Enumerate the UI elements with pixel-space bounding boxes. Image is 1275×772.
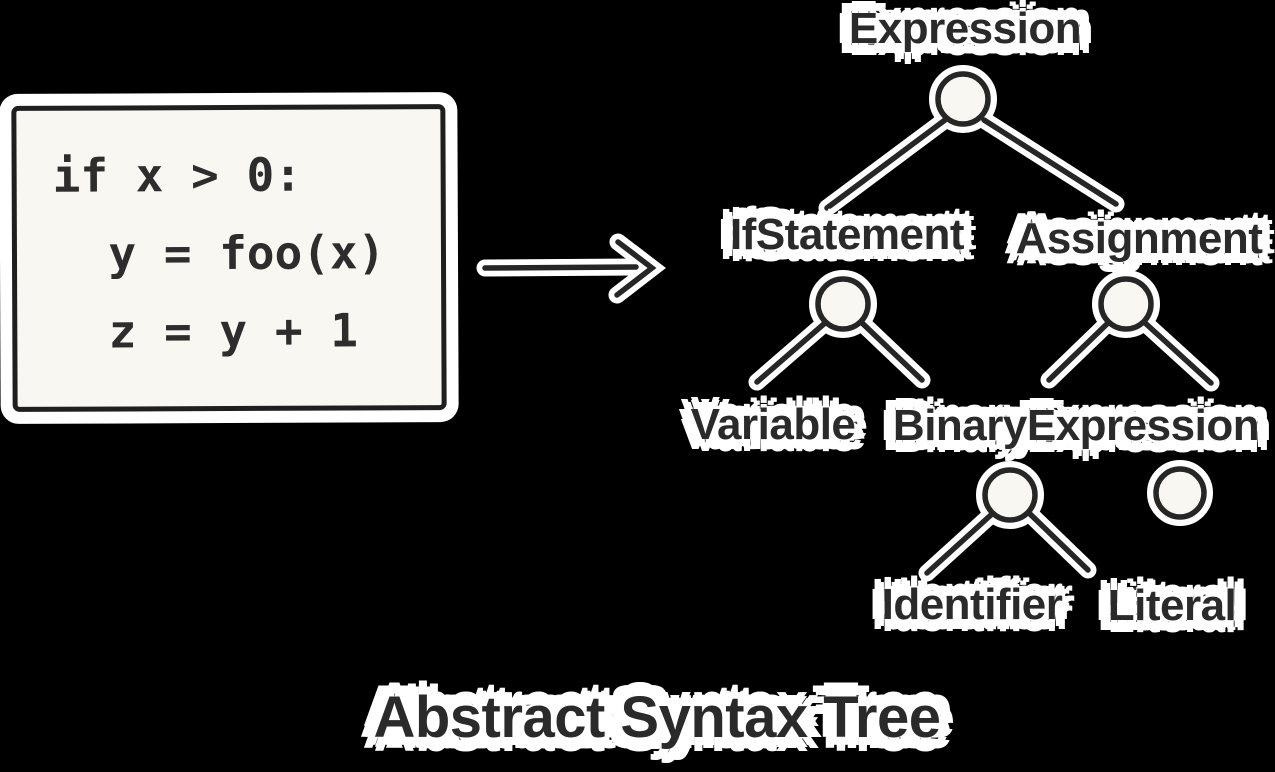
literal-node-circle: [1153, 466, 1207, 520]
expression-label: Expression: [848, 4, 1082, 53]
edge-binaryexpression-identifier: [924, 511, 995, 576]
diagram-caption: Abstract Syntax Tree: [373, 685, 941, 750]
edge-assignment-binaryexpression: [1046, 320, 1111, 383]
tree-nodes: [815, 71, 1207, 523]
variable-label: Variable: [690, 400, 856, 449]
literal-label: Literal: [1107, 581, 1237, 630]
ifstatement-label: IfStatement: [729, 210, 965, 259]
binaryexpression-node-circle: [982, 467, 1038, 523]
edge-expression-ifstatement: [824, 117, 948, 211]
expression-node-circle: [935, 71, 991, 127]
assignment-label: Assignment: [1015, 214, 1263, 263]
identifier-label: Identifier: [881, 580, 1063, 629]
edge-ifstatement-right: [858, 319, 925, 383]
tree-edges: [754, 117, 1214, 576]
binaryexpression-label: BinaryExpression: [892, 401, 1260, 450]
ifstatement-node-circle: [815, 276, 871, 332]
edge-ifstatement-variable: [754, 320, 828, 385]
edge-binaryexpression-literal: [1026, 510, 1091, 573]
edge-assignment-right: [1141, 319, 1214, 386]
edge-expression-assignment: [981, 117, 1119, 207]
right-arrow-icon: [482, 239, 657, 298]
assignment-node-circle: [1098, 276, 1154, 332]
